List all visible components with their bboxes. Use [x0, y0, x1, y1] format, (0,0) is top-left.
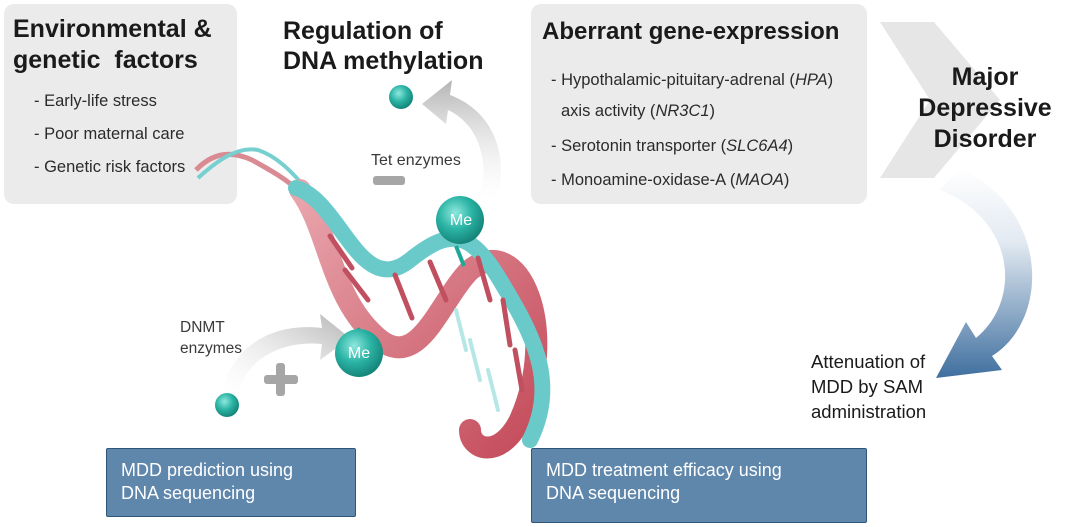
environmental-title-line1: Environmental & [13, 15, 212, 43]
aberrant-item-maoa: - Monoamine-oxidase-A (MAOA) [551, 171, 790, 189]
mdd-treatment-line2: DNA sequencing [546, 483, 681, 503]
mdd-arrow [880, 22, 1000, 178]
regulation-title-line2: DNA methylation [283, 47, 484, 75]
minus-sign [373, 176, 405, 185]
mdd-line3: Disorder [933, 125, 1037, 153]
free-methyl-bottom [215, 393, 239, 417]
methyl-group-bottom [335, 329, 383, 377]
env-item-genetic-risk-factors: - Genetic risk factors [34, 158, 186, 176]
aberrant-item-hpa: - Hypothalamic-pituitary-adrenal (HPA) [551, 71, 834, 89]
mdd-treatment-box: MDD treatment efficacy using DNA sequenc… [531, 448, 867, 523]
methyl-label-top: Me [449, 212, 473, 229]
attenuation-line2: MDD by SAM [811, 376, 924, 397]
attenuation-arrow [936, 168, 1033, 378]
mdd-line1: Major [951, 63, 1019, 91]
environmental-title-line2: genetic factors [13, 46, 198, 74]
plus-sign [264, 363, 298, 396]
attenuation-line3: administration [811, 401, 927, 422]
attenuation-line1: Attenuation of [811, 351, 926, 372]
mdd-prediction-line1: MDD prediction using [121, 460, 294, 480]
regulation-title-line1: Regulation of [283, 17, 443, 45]
dnmt-label-line2: enzymes [180, 340, 243, 357]
tet-arrow [422, 80, 501, 200]
aberrant-expression-panel [531, 4, 867, 204]
aberrant-title: Aberrant gene-expression [542, 18, 840, 45]
aberrant-item-slc6a4: - Serotonin transporter (SLC6A4) [551, 137, 794, 155]
env-item-early-life-stress: - Early-life stress [34, 92, 157, 110]
dnmt-arrow [222, 314, 350, 394]
mdd-treatment-line1: MDD treatment efficacy using [546, 460, 782, 480]
aberrant-item-nr3c1: axis activity (NR3C1) [561, 102, 716, 120]
free-methyl-top [389, 85, 413, 109]
methyl-group-top [436, 196, 484, 244]
mdd-prediction-line2: DNA sequencing [121, 483, 256, 503]
mdd-prediction-box: MDD prediction using DNA sequencing [106, 448, 356, 517]
methyl-label-bottom: Me [347, 345, 371, 362]
dnmt-label-line1: DNMT [180, 319, 225, 336]
mdd-line2: Depressive [918, 94, 1052, 122]
tet-enzymes-label: Tet enzymes [371, 152, 461, 169]
env-item-poor-maternal-care: - Poor maternal care [34, 125, 185, 143]
